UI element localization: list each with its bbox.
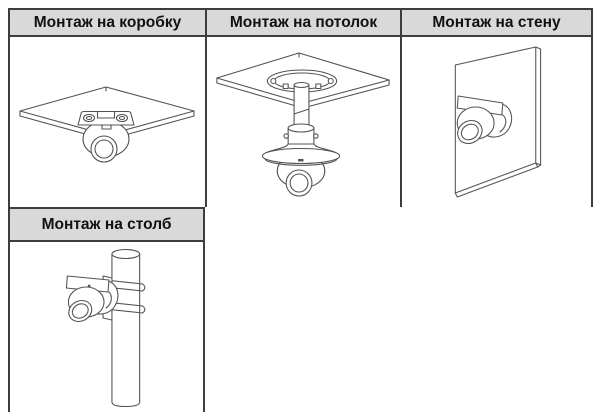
ceiling-mount-diagram [216, 52, 390, 197]
header-label: Монтаж на стену [432, 13, 561, 31]
diagram-cell-ceiling-mount [205, 35, 400, 207]
header-label: Монтаж на столб [41, 215, 172, 233]
diagram-cell-box-mount [8, 35, 205, 207]
header-cell-pole-mount: Монтаж на столб [8, 207, 203, 240]
header-label: Монтаж на потолок [229, 13, 378, 31]
header-label: Монтаж на коробку [33, 13, 182, 31]
header-cell-ceiling-mount: Монтаж на потолок [205, 8, 400, 35]
diagram-cell-pole-mount [8, 240, 203, 412]
mounting-table-main: Монтаж на коробку Монтаж на потолок Монт… [8, 8, 593, 207]
box-mount-diagram [19, 86, 195, 163]
header-cell-wall-mount: Монтаж на стену [400, 8, 591, 35]
pole-mount-diagram [65, 248, 146, 408]
wall-mount-diagram [454, 46, 542, 198]
diagram-cell-wall-mount [400, 35, 591, 207]
mounting-table-secondary: Монтаж на столб [8, 207, 205, 412]
header-cell-box-mount: Монтаж на коробку [8, 8, 205, 35]
